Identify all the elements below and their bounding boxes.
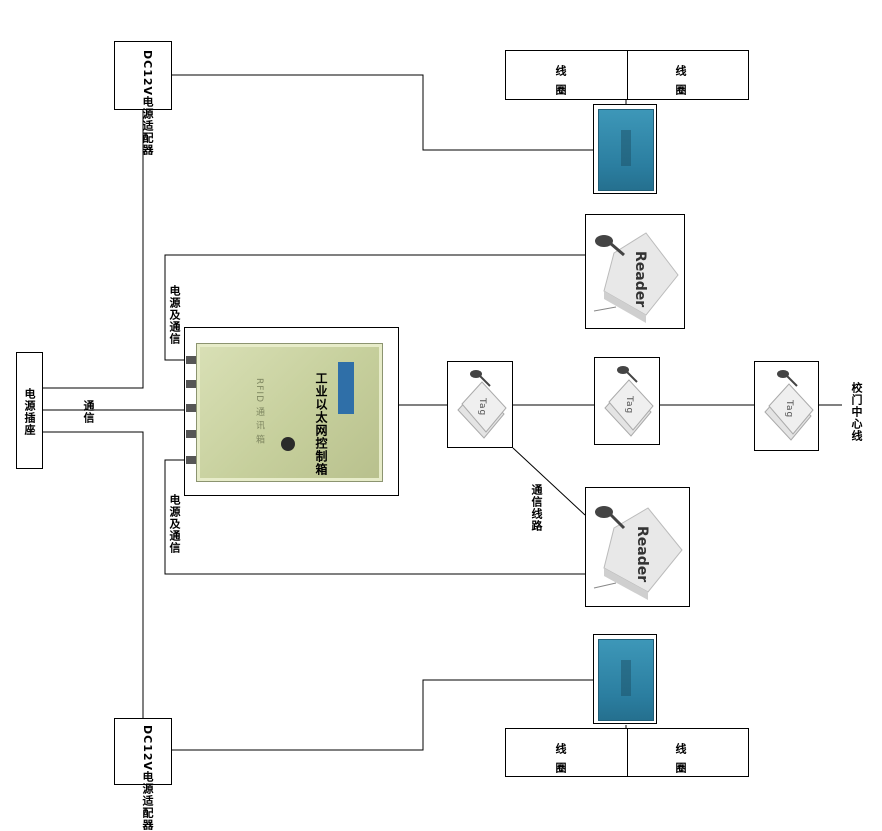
- detector-panel: [621, 660, 631, 696]
- reader-device-icon: [593, 232, 679, 323]
- tag-word: Tag: [784, 400, 794, 419]
- tag-card-2: Tag: [594, 357, 660, 445]
- coil-box-bottom: 线圈 线圈: [505, 728, 749, 781]
- power-comm-label-bottom: 电源及通信: [168, 494, 181, 554]
- reader-bottom-word: Reader: [634, 526, 650, 583]
- tag-icon: [457, 370, 507, 439]
- controller-logo-plate: [338, 362, 354, 414]
- controller-port: [186, 380, 196, 388]
- loop-detector-top: [598, 109, 654, 191]
- loop-detector-bottom-frame: [593, 634, 657, 724]
- coil-box-top: 线圈 线圈: [505, 50, 749, 103]
- power-socket: 电源插座: [16, 352, 43, 469]
- reader-device-icon: [593, 506, 683, 600]
- tag-card-1: Tag: [447, 361, 513, 448]
- school-center-label: 校门中心线: [850, 382, 863, 442]
- tag-word: Tag: [624, 396, 634, 415]
- reader-bottom: Reader: [585, 487, 690, 607]
- tag-word: Tag: [477, 398, 487, 417]
- controller-title: 工业以太网控制箱: [314, 372, 328, 476]
- loop-detector-top-frame: [593, 104, 657, 194]
- dc-adapter-bottom: DC12V电源适配器: [114, 718, 172, 831]
- controller-subtitle: RFID 通 讯 箱: [254, 378, 264, 445]
- coil-divider: [627, 51, 628, 99]
- coil-label-right: 线圈: [674, 743, 687, 781]
- tag-icon: [764, 370, 814, 441]
- comm-label: 通信: [82, 400, 95, 424]
- comm-line-label: 通信线路: [530, 484, 543, 532]
- coil-divider: [627, 729, 628, 776]
- industrial-ethernet-controller: 工业以太网控制箱 RFID 通 讯 箱: [196, 343, 383, 482]
- controller-port: [186, 430, 196, 438]
- reader-top-word: Reader: [632, 251, 648, 308]
- power-comm-label-top: 电源及通信: [168, 285, 181, 345]
- coil-label-left: 线圈: [554, 65, 567, 103]
- controller-port: [186, 404, 196, 412]
- power-socket-label: 电源插座: [23, 388, 36, 436]
- tag-card-3: Tag: [754, 361, 819, 451]
- controller-port: [186, 356, 196, 364]
- detector-panel: [621, 130, 631, 166]
- controller-knob-icon: [281, 437, 295, 451]
- dc-adapter-top-label: DC12V电源适配器: [141, 50, 154, 157]
- coil-label-left: 线圈: [554, 743, 567, 781]
- connection-lines: [43, 74, 842, 751]
- loop-detector-bottom: [598, 639, 654, 721]
- reader-top: Reader: [585, 214, 685, 329]
- dc-adapter-top: DC12V电源适配器: [114, 41, 172, 156]
- tag-icon: [604, 366, 654, 437]
- dc-adapter-bottom-label: DC12V电源适配器: [141, 725, 154, 831]
- controller-port: [186, 456, 196, 464]
- coil-label-right: 线圈: [674, 65, 687, 103]
